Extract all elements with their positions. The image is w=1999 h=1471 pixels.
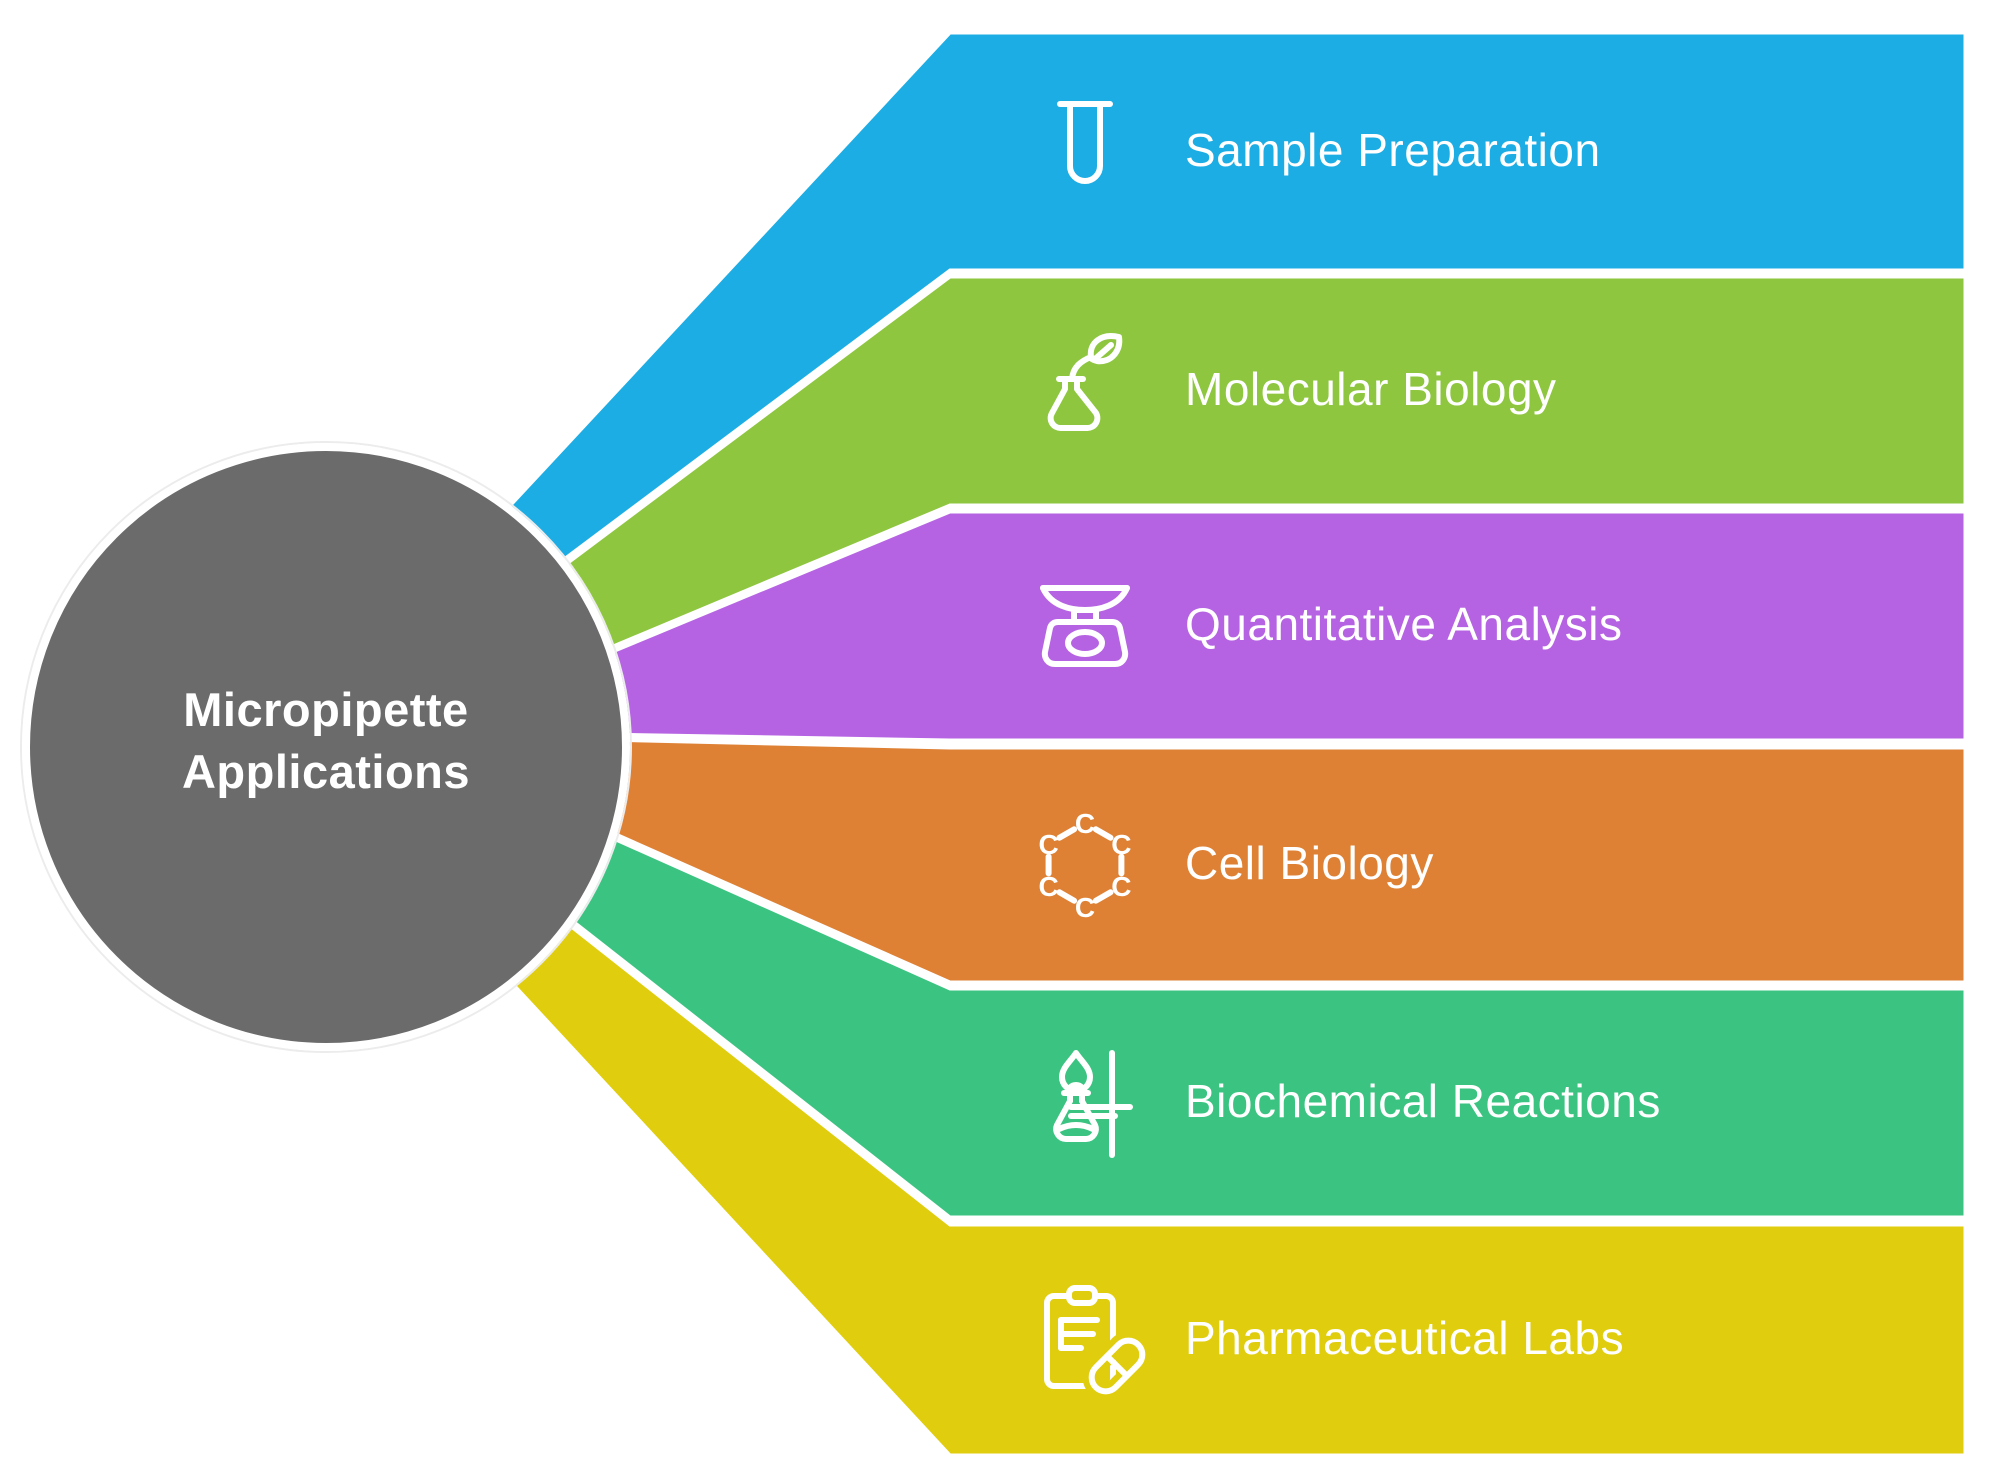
test-tube-icon (1057, 101, 1113, 184)
band-label: Molecular Biology (1185, 363, 1557, 415)
band-label: Biochemical Reactions (1185, 1075, 1661, 1127)
atom-label: C (1111, 871, 1131, 902)
band-label: Quantitative Analysis (1185, 598, 1623, 650)
atom-label: C (1075, 892, 1095, 923)
hub-title-line2: Applications (182, 745, 470, 798)
hub-title-line1: Micropipette (183, 683, 468, 736)
band-label: Sample Preparation (1185, 124, 1601, 176)
burner-stand-icon (1053, 1050, 1133, 1158)
atom-label: C (1038, 871, 1058, 902)
hub-circle (22, 443, 630, 1051)
atom-label: C (1111, 829, 1131, 860)
band-label: Cell Biology (1185, 837, 1434, 889)
atom-label: C (1075, 808, 1095, 839)
atom-label: C (1038, 829, 1058, 860)
benzene-ring-icon: C C C C C C (1038, 808, 1131, 923)
weighing-scale-icon (1040, 585, 1130, 667)
hub-outline (20, 441, 632, 1053)
flask-leaf-icon (1047, 333, 1123, 431)
clipboard-pill-icon (1044, 1285, 1152, 1401)
band-label: Pharmaceutical Labs (1185, 1312, 1624, 1364)
